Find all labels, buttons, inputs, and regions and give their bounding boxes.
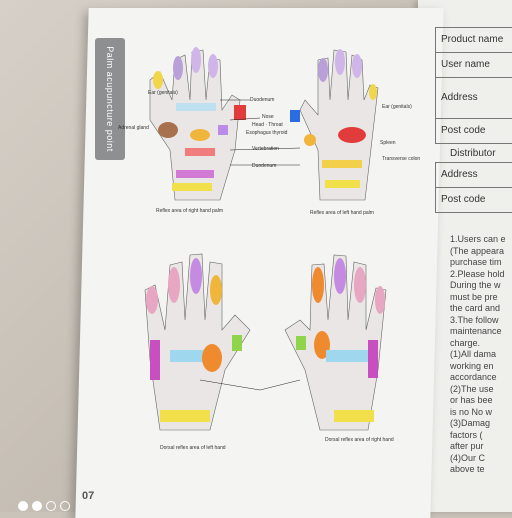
warranty-text-line: above te — [450, 464, 485, 474]
left-palm-diagram — [290, 49, 379, 201]
warranty-text-line: 3.The follow — [450, 314, 499, 325]
warranty-text-line: 2.Please hold — [450, 268, 505, 279]
side-tab-label: Palm acupuncture point — [105, 46, 115, 152]
label-esophagus: Esophagus thyroid — [246, 130, 288, 136]
warranty-text-line: or has bee — [450, 395, 493, 405]
label-vertebration: Vertebration — [252, 146, 279, 152]
page-number: 07 — [82, 490, 95, 502]
label-transverse: Transverse colon — [382, 156, 421, 162]
label-head-throat: Head · Throat — [252, 122, 283, 128]
warranty-text-line: 1.Users can e — [450, 234, 506, 244]
warranty-text-line: (The appeara — [450, 245, 505, 256]
warranty-text-line: accordance — [450, 372, 497, 382]
label-duodenum-bottom: Duodenum — [252, 163, 277, 169]
warranty-text-line: (2)The use — [450, 383, 494, 394]
caption-right-dorsal: Dorsal reflex area of right hand — [325, 437, 394, 443]
label-spleen: Spleen — [380, 140, 396, 146]
form-distributor: Distributor — [450, 148, 496, 159]
label-ear-right: Ear (genitals) — [382, 104, 412, 110]
carousel-dots[interactable] — [18, 501, 70, 511]
label-adrenal: Adrenal gland — [118, 125, 149, 131]
right-palm-diagram — [149, 47, 246, 201]
right-dorsal-diagram — [284, 254, 387, 431]
warranty-text-line: must be pre — [450, 291, 498, 302]
carousel-dot[interactable] — [32, 501, 42, 511]
form-user-name: User name — [435, 52, 512, 78]
warranty-form: Product name User name Address Post code… — [435, 27, 512, 213]
label-duodenum-top: Duodenum — [250, 97, 275, 103]
warranty-text-line: (1)All dama — [450, 349, 497, 359]
warranty-text-line: is no No w — [450, 406, 493, 417]
form-product-name: Product name — [435, 27, 512, 53]
warranty-text-line: working en — [450, 360, 494, 371]
form-dist-address: Address — [435, 162, 512, 188]
caption-left-palm: Reflex area of left hand palm — [310, 210, 374, 216]
label-ear-left: Ear (genitals) — [148, 90, 178, 96]
left-dorsal-diagram — [144, 253, 251, 431]
caption-left-dorsal: Dorsal reflex area of left hand — [160, 445, 226, 451]
form-address: Address — [435, 77, 512, 119]
side-tab: Palm acupuncture point — [95, 38, 125, 160]
warranty-text-line: maintenance — [450, 326, 502, 336]
warranty-text-line: the card and — [450, 303, 501, 313]
label-nose: Nose — [262, 114, 274, 120]
caption-right-palm: Reflex area of right hand palm — [156, 208, 223, 214]
carousel-dot[interactable] — [46, 501, 56, 511]
carousel-dot[interactable] — [60, 501, 70, 511]
warranty-text-line: (4)Our C — [450, 452, 486, 463]
warranty-text-line: purchase tim — [450, 257, 502, 267]
form-dist-post-code: Post code — [435, 187, 512, 213]
warranty-text-line: factors ( — [450, 429, 483, 440]
warranty-text-line: charge. — [450, 337, 481, 348]
warranty-text-line: During the w — [450, 280, 501, 290]
form-post-code: Post code — [435, 118, 512, 144]
warranty-text-line: after pur — [450, 441, 484, 451]
carousel-dot[interactable] — [18, 501, 28, 511]
warranty-text-line: (3)Damag — [450, 418, 491, 428]
